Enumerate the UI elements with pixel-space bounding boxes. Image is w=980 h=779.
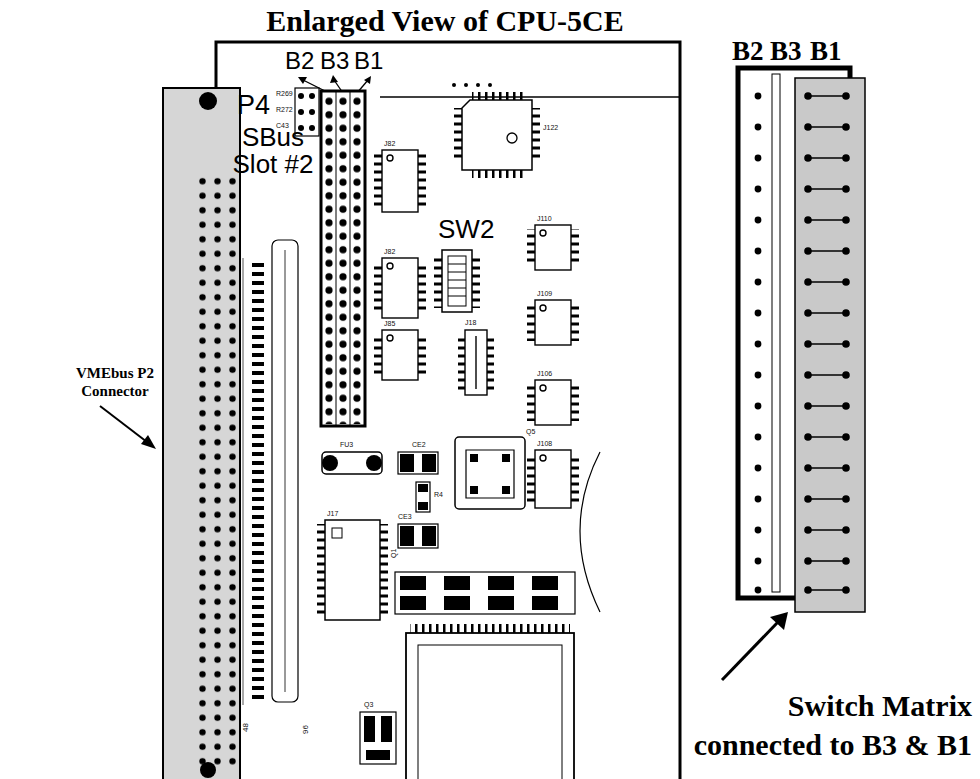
matrix-callout: Switch Matrix connected to B3 & B1	[670, 686, 972, 764]
switch-label: SW2	[438, 216, 494, 243]
part-label: J106	[537, 370, 552, 377]
part-label: J122	[543, 124, 558, 131]
part-label: J82	[384, 140, 395, 147]
pin-number: 96	[302, 725, 310, 734]
part-label: J110	[537, 215, 552, 222]
part-label: J82	[384, 248, 395, 255]
part-label: J108	[537, 440, 552, 447]
part-label: Q3	[364, 701, 373, 708]
part-label: R272	[276, 106, 293, 113]
part-label: FU3	[340, 441, 353, 448]
part-label: J85	[384, 320, 395, 327]
column-label: B2	[732, 38, 764, 65]
column-label: B3	[318, 48, 351, 73]
part-label: CE2	[412, 441, 426, 448]
part-label: R4	[434, 491, 443, 498]
part-label: Q1	[390, 549, 397, 558]
connector-callout: VMEbus P2 Connector	[70, 364, 160, 400]
pin-number: 48	[242, 723, 250, 732]
column-label: B2	[283, 48, 316, 73]
part-label: J109	[537, 290, 552, 297]
part-label: Q5	[526, 428, 535, 435]
part-label: CE3	[398, 513, 412, 520]
column-label: B1	[352, 48, 385, 73]
part-label: J17	[327, 510, 338, 517]
slot-label: SBus Slot #2	[226, 124, 320, 179]
part-label: J18	[465, 319, 476, 326]
connector-label: P4	[237, 91, 270, 119]
diagram-title: Enlarged View of CPU-5CE	[145, 4, 745, 37]
column-label: B1	[810, 38, 842, 65]
column-label: B3	[770, 38, 802, 65]
part-label: R269	[276, 90, 293, 97]
